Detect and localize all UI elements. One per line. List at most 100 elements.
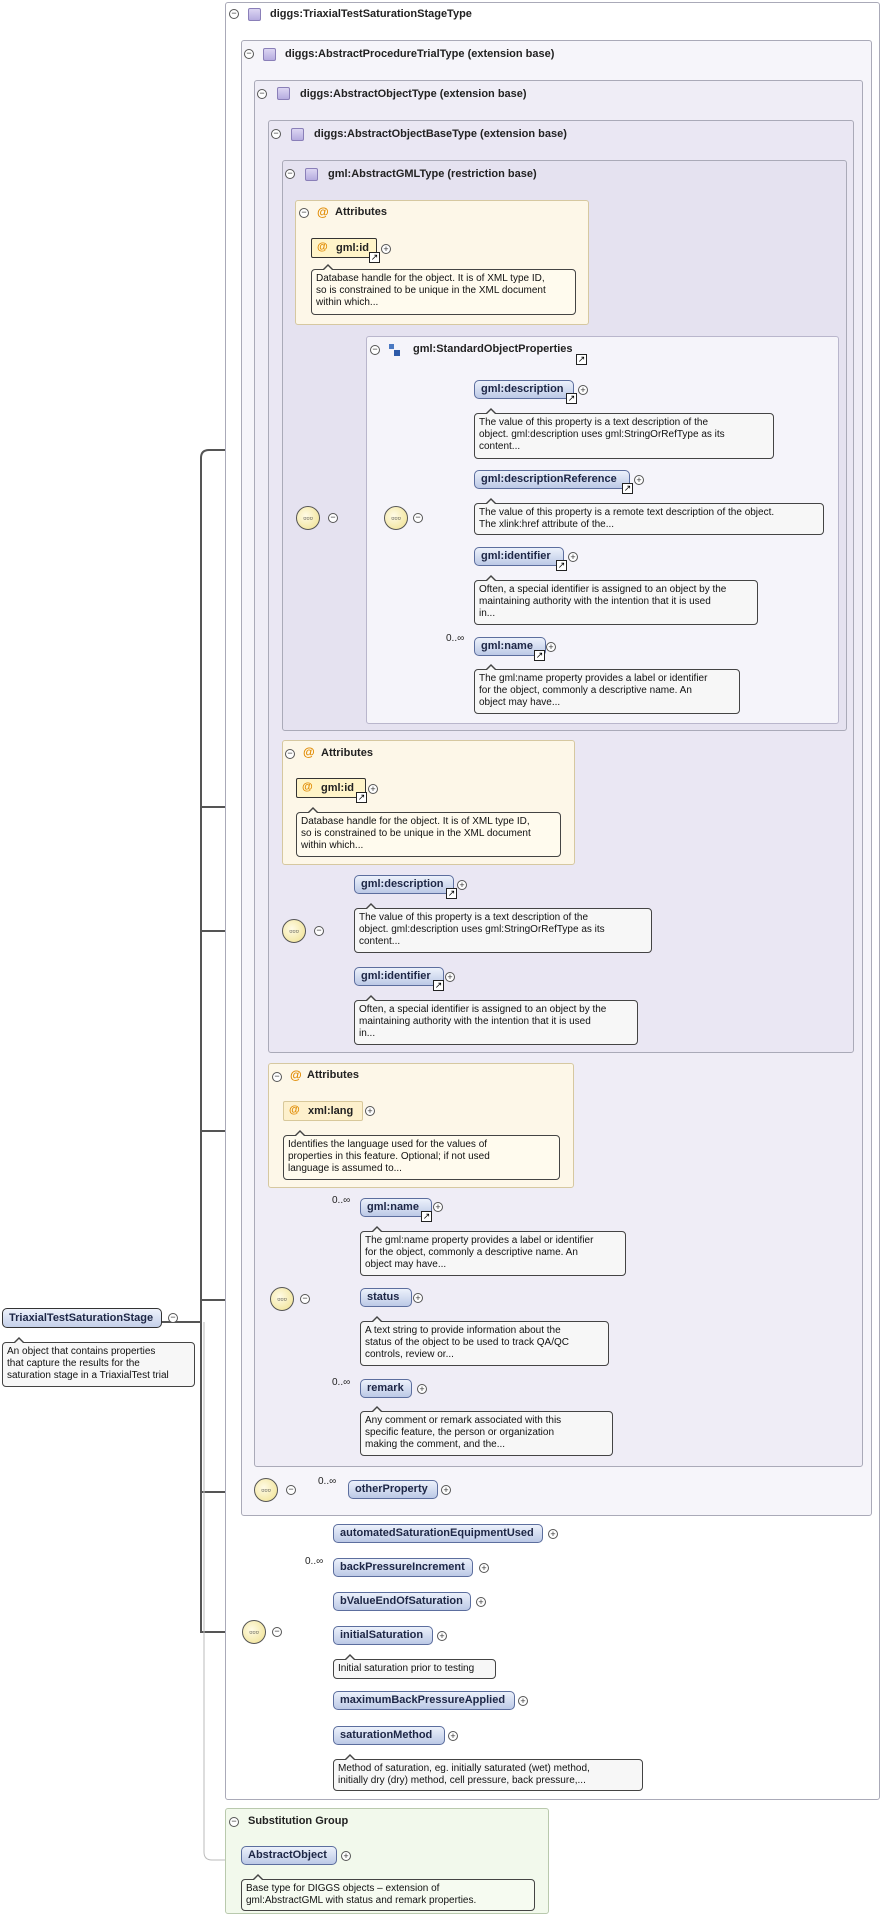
sequence-compositor-icon: ▫▫▫ xyxy=(270,1287,294,1311)
attribute-name: gml:id xyxy=(336,242,369,254)
element-automated-saturation-equipment-used[interactable]: automatedSaturationEquipmentUsed xyxy=(333,1524,543,1543)
link-icon[interactable]: ↗ xyxy=(556,560,567,571)
attribute-gml-id[interactable]: @ gml:id xyxy=(311,238,377,258)
link-icon[interactable]: ↗ xyxy=(369,252,380,263)
documentation-annotation: Database handle for the object. It is of… xyxy=(311,264,576,315)
group-title: gml:StandardObjectProperties xyxy=(413,343,573,355)
complex-type-icon xyxy=(277,87,290,100)
expand-toggle[interactable]: + xyxy=(568,552,578,562)
sequence-glyph: ▫▫▫ xyxy=(261,1485,271,1495)
sequence-glyph: ▫▫▫ xyxy=(289,926,299,936)
collapse-toggle[interactable]: − xyxy=(229,1817,239,1827)
link-icon[interactable]: ↗ xyxy=(446,888,457,899)
documentation-annotation: The value of this property is a remote t… xyxy=(474,498,824,535)
link-icon[interactable]: ↗ xyxy=(421,1211,432,1222)
complex-type-icon xyxy=(263,48,276,61)
link-icon[interactable]: ↗ xyxy=(566,393,577,404)
element-remark[interactable]: remark xyxy=(360,1379,412,1398)
element-gml-description[interactable]: gml:description xyxy=(474,380,574,399)
documentation-annotation: Often, a special identifier is assigned … xyxy=(474,575,758,625)
collapse-toggle[interactable]: − xyxy=(285,749,295,759)
root-documentation: An object that contains properties that … xyxy=(2,1337,195,1387)
element-b-value-end-of-saturation[interactable]: bValueEndOfSaturation xyxy=(333,1592,471,1611)
collapse-toggle[interactable]: − xyxy=(271,129,281,139)
expand-toggle[interactable]: + xyxy=(413,1293,423,1303)
link-icon[interactable]: ↗ xyxy=(622,483,633,494)
attribute-icon: @ xyxy=(303,745,315,759)
collapse-toggle[interactable]: − xyxy=(272,1072,282,1082)
element-gml-description[interactable]: gml:description xyxy=(354,875,454,894)
element-maximum-back-pressure-applied[interactable]: maximumBackPressureApplied xyxy=(333,1691,515,1710)
expand-toggle[interactable]: + xyxy=(441,1485,451,1495)
attribute-xml-lang[interactable]: @ xml:lang xyxy=(283,1101,363,1121)
attribute-gml-id[interactable]: @ gml:id xyxy=(296,778,366,798)
expand-toggle[interactable]: + xyxy=(548,1529,558,1539)
collapse-toggle[interactable]: − xyxy=(328,513,338,523)
element-other-property[interactable]: otherProperty xyxy=(348,1480,438,1499)
cardinality-label: 0..∞ xyxy=(332,1377,351,1388)
cardinality-label: 0..∞ xyxy=(446,633,465,644)
root-element[interactable]: TriaxialTestSaturationStage xyxy=(2,1308,162,1328)
collapse-toggle[interactable]: − xyxy=(413,513,423,523)
expand-toggle[interactable]: + xyxy=(368,784,378,794)
type-title: diggs:AbstractObjectType (extension base… xyxy=(300,88,527,100)
collapse-toggle[interactable]: − xyxy=(257,89,267,99)
element-gml-name[interactable]: gml:name xyxy=(360,1198,432,1217)
attribute-icon: @ xyxy=(289,1104,300,1116)
collapse-toggle[interactable]: − xyxy=(244,49,254,59)
documentation-annotation: The value of this property is a text des… xyxy=(354,903,652,953)
element-abstract-object[interactable]: AbstractObject xyxy=(241,1846,337,1865)
expand-toggle[interactable]: + xyxy=(437,1631,447,1641)
documentation-annotation: Any comment or remark associated with th… xyxy=(360,1406,613,1456)
expand-toggle[interactable]: + xyxy=(417,1384,427,1394)
collapse-toggle[interactable]: − xyxy=(272,1627,282,1637)
sequence-glyph: ▫▫▫ xyxy=(391,513,401,523)
expand-toggle[interactable]: + xyxy=(578,385,588,395)
type-title: diggs:TriaxialTestSaturationStageType xyxy=(270,8,472,20)
expand-toggle[interactable]: + xyxy=(476,1597,486,1607)
expand-toggle[interactable]: + xyxy=(518,1696,528,1706)
link-icon[interactable]: ↗ xyxy=(534,650,545,661)
complex-type-icon xyxy=(291,128,304,141)
collapse-toggle[interactable]: − xyxy=(314,926,324,936)
expand-toggle[interactable]: + xyxy=(479,1563,489,1573)
collapse-toggle[interactable]: − xyxy=(370,345,380,355)
attribute-name: xml:lang xyxy=(308,1105,354,1117)
element-gml-description-reference[interactable]: gml:descriptionReference xyxy=(474,470,630,489)
element-initial-saturation[interactable]: initialSaturation xyxy=(333,1626,433,1645)
expand-toggle[interactable]: + xyxy=(546,642,556,652)
documentation-annotation: The gml:name property provides a label o… xyxy=(360,1226,626,1276)
attributes-title: Attributes xyxy=(307,1069,359,1081)
expand-toggle[interactable]: + xyxy=(634,475,644,485)
element-gml-name[interactable]: gml:name xyxy=(474,637,546,656)
expand-toggle[interactable]: + xyxy=(365,1106,375,1116)
element-status[interactable]: status xyxy=(360,1288,412,1307)
type-title: gml:AbstractGMLType (restriction base) xyxy=(328,168,537,180)
element-gml-identifier[interactable]: gml:identifier xyxy=(354,967,444,986)
attribute-icon: @ xyxy=(317,205,329,219)
link-icon[interactable]: ↗ xyxy=(356,792,367,803)
expand-toggle[interactable]: + xyxy=(341,1851,351,1861)
link-icon[interactable]: ↗ xyxy=(433,980,444,991)
collapse-toggle[interactable]: − xyxy=(285,169,295,179)
expand-toggle[interactable]: + xyxy=(457,880,467,890)
element-gml-identifier[interactable]: gml:identifier xyxy=(474,547,564,566)
sequence-compositor-icon: ▫▫▫ xyxy=(296,506,320,530)
expand-toggle[interactable]: + xyxy=(448,1731,458,1741)
documentation-annotation: Method of saturation, eg. initially satu… xyxy=(333,1754,643,1791)
element-saturation-method[interactable]: saturationMethod xyxy=(333,1726,445,1745)
sequence-compositor-icon: ▫▫▫ xyxy=(254,1478,278,1502)
collapse-toggle[interactable]: − xyxy=(286,1485,296,1495)
expand-toggle[interactable]: + xyxy=(445,972,455,982)
collapse-toggle[interactable]: − xyxy=(168,1313,178,1323)
expand-toggle[interactable]: + xyxy=(433,1202,443,1212)
collapse-toggle[interactable]: − xyxy=(300,1294,310,1304)
link-icon[interactable]: ↗ xyxy=(576,354,587,365)
collapse-toggle[interactable]: − xyxy=(299,208,309,218)
collapse-toggle[interactable]: − xyxy=(229,9,239,19)
element-back-pressure-increment[interactable]: backPressureIncrement xyxy=(333,1558,473,1577)
type-title: diggs:AbstractObjectBaseType (extension … xyxy=(314,128,567,140)
attribute-icon: @ xyxy=(317,241,328,253)
type-title: diggs:AbstractProcedureTrialType (extens… xyxy=(285,48,555,60)
expand-toggle[interactable]: + xyxy=(381,244,391,254)
